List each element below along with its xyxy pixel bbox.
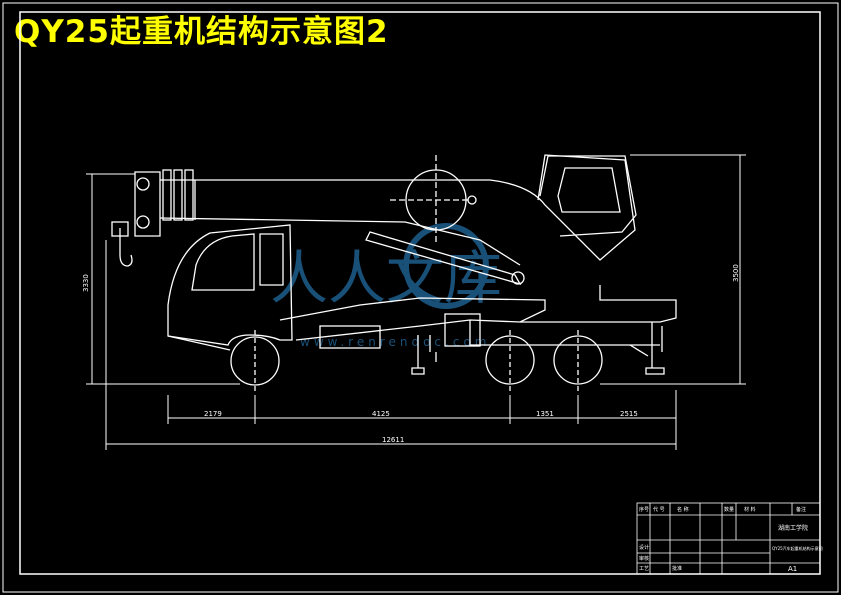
hook-block (111, 221, 129, 237)
tb-header-1: 代 号 (653, 506, 665, 513)
tool-box (444, 313, 481, 347)
tb-company: 湖南工学院 (778, 524, 808, 532)
tb-header-2: 名 称 (677, 506, 689, 513)
dim-label-height-left: 3330 (82, 274, 90, 292)
dim-label-segment-3: 1351 (536, 410, 554, 418)
hook (119, 228, 133, 267)
inner-border (19, 11, 821, 575)
tb-header-3: 数量 (724, 506, 734, 513)
boom-pulley-1 (162, 169, 172, 221)
operator-cab (539, 155, 637, 237)
tb-drawing-name: QY25汽车起重机结构示意图 (772, 545, 823, 551)
dim-label-height-right: 3500 (732, 264, 740, 282)
tb-row-label-0: 设计 (639, 544, 649, 551)
cab-platform (319, 325, 381, 349)
operator-cab-window (557, 167, 621, 213)
tb-header-0: 序号 (639, 506, 649, 513)
title-block-frame (636, 502, 821, 575)
tb-header-5: 备注 (796, 506, 806, 513)
wheel-rear-1 (485, 335, 535, 385)
watermark-subtext: www.renrendoc.com (300, 335, 490, 349)
wheel-rear-2 (553, 335, 603, 385)
tb-row-label-3: 批准 (672, 565, 682, 572)
dimensions (86, 154, 746, 450)
cab-window-2 (259, 233, 284, 286)
boom-lower (159, 217, 521, 266)
dim-label-segment-2: 4125 (372, 410, 390, 418)
crane-outline (111, 154, 677, 392)
dimension-labels: 2179 4125 1351 2515 12611 3330 3500 (82, 264, 740, 444)
tb-row-label-2: 工艺 (639, 566, 649, 572)
dim-label-segment-1: 2179 (204, 410, 222, 418)
outrigger-front (411, 335, 437, 375)
outrigger-rear (629, 322, 665, 375)
title-block-text: 序号 代 号 名 称 数量 材 料 备注 湖南工学院 QY25汽车起重机结构示意… (639, 506, 823, 573)
cylinder-pin (511, 271, 525, 285)
tb-row-label-1: 审核 (639, 555, 649, 562)
cab-body (167, 224, 293, 346)
dim-label-overall: 12611 (382, 436, 404, 444)
boom-head (134, 171, 161, 237)
cab-window (191, 233, 255, 291)
title-block (636, 502, 821, 575)
tb-sheet-size: A1 (788, 565, 797, 573)
hinge-pin (467, 195, 477, 205)
watermark: 人人文库 www.renrendoc.com (270, 223, 502, 349)
wheel-front (230, 336, 280, 386)
boom-pulley-2 (173, 169, 183, 221)
drawing-title: QY25起重机结构示意图2 (14, 14, 389, 50)
boom-pulley-3 (184, 169, 194, 221)
dim-label-segment-4: 2515 (620, 410, 638, 418)
tb-header-4: 材 料 (744, 506, 756, 513)
sheave-bottom (136, 215, 150, 229)
watermark-text: 人人文库 (270, 244, 502, 312)
sheave-top (136, 177, 150, 191)
boom-main (160, 154, 636, 261)
